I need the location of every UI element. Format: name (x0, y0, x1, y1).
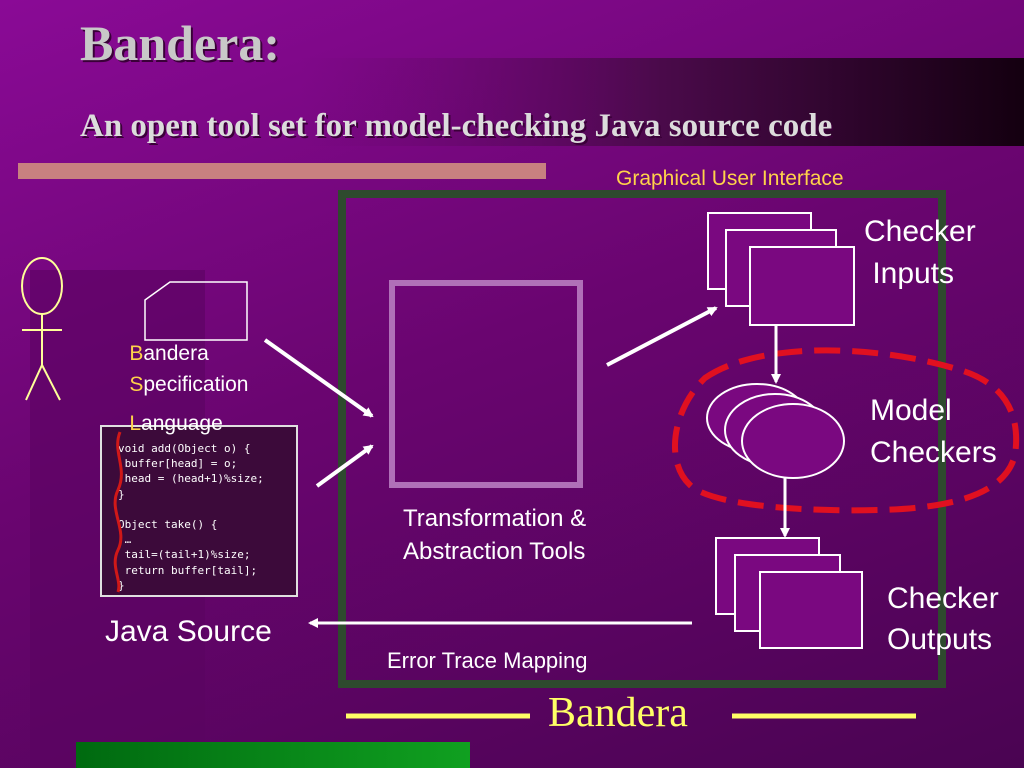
slide-title: Bandera: (80, 15, 280, 71)
code-line: buffer[head] = o; (118, 457, 238, 471)
arrow-tools-to-inputs (606, 306, 718, 367)
transformation-box (389, 280, 583, 488)
bsl-initial-l: L (129, 412, 142, 436)
bsl-rest-3: anguage (141, 412, 223, 436)
code-line: return buffer[tail]; (118, 563, 258, 577)
model-checkers-dashed-outline (671, 347, 1020, 514)
bsl-line-3: Language (106, 386, 223, 462)
code-line: } (118, 578, 125, 592)
bsl-initial-s: S (129, 373, 144, 397)
checker-outputs-label-1: Checker (887, 582, 999, 615)
code-line (118, 502, 296, 517)
bsl-initial-b: B (129, 342, 144, 366)
code-line: tail=(tail+1)%size; (118, 548, 251, 562)
footer-bandera-label: Bandera (548, 690, 688, 736)
tan-divider-bar (18, 163, 546, 179)
transformation-label-1: Transformation & (403, 505, 587, 532)
bsl-line-2: Specification (106, 347, 248, 423)
green-bottom-bar (76, 742, 470, 768)
gui-frame (338, 190, 946, 688)
bsl-rest-1: andera (143, 342, 209, 366)
code-line: } (118, 487, 125, 501)
bsl-line-1: Bandera (106, 316, 209, 392)
top-dark-band (300, 58, 1024, 146)
arrow-java-to-tools (315, 444, 374, 488)
checker-inputs-stack (707, 212, 855, 326)
code-line: void add(Object o) { (118, 442, 251, 455)
error-trace-label: Error Trace Mapping (387, 648, 588, 673)
code-line: head = (head+1)%size; (118, 472, 264, 486)
specification-document-icon (144, 281, 248, 341)
code-line: … (118, 533, 132, 547)
checker-outputs-stack (715, 537, 863, 649)
gui-label: Graphical User Interface (616, 167, 844, 190)
slide-subtitle: An open tool set for model-checking Java… (80, 108, 833, 144)
checker-inputs-label-1: Checker (864, 215, 976, 248)
java-code-box: void add(Object o) { buffer[head] = o; h… (100, 425, 298, 597)
model-checkers-label-1: Model (870, 394, 952, 427)
model-checkers-stack (706, 383, 845, 479)
checker-inputs-label-2: Inputs (864, 257, 955, 290)
checker-outputs-label-2: Outputs (887, 623, 993, 656)
code-line: Object take() { (118, 517, 218, 531)
java-source-label: Java Source (105, 615, 272, 648)
arrow-bsl-to-tools (263, 338, 374, 418)
model-checkers-label-2: Checkers (870, 436, 997, 469)
user-stick-figure (21, 257, 63, 401)
transformation-label-2: Abstraction Tools (403, 538, 586, 565)
bsl-rest-2: pecification (143, 373, 249, 397)
